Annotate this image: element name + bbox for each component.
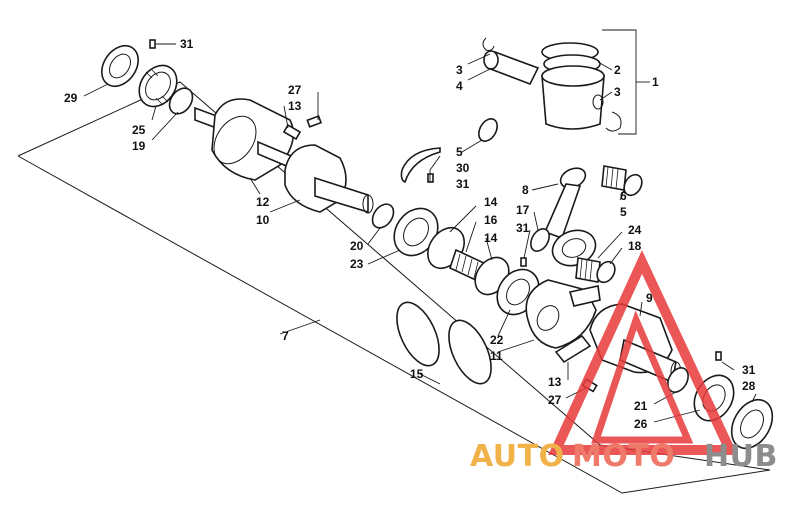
crank-half-10 [284, 144, 374, 214]
crank-half-11 [525, 279, 601, 349]
snap-ring-15b [448, 319, 492, 385]
watermark-text: AUTO MOTO HUB [470, 439, 778, 474]
watermark-auto: AUTO [470, 439, 565, 474]
label-5a: 5 [456, 145, 463, 159]
snap-ring-15a [396, 301, 440, 367]
watermark-hub: HUB [704, 439, 778, 474]
key-13b [554, 334, 592, 364]
circlip-3a [482, 37, 495, 51]
label-7: 7 [282, 329, 289, 343]
label-8: 8 [522, 183, 529, 197]
snap-ring-30 [400, 147, 441, 184]
label-29: 29 [64, 91, 78, 105]
washer-5b [623, 173, 643, 197]
key-13 [282, 123, 302, 141]
label-11: 11 [490, 349, 503, 363]
label-13b: 13 [548, 375, 562, 389]
ring-19 [168, 87, 194, 115]
label-5b: 5 [620, 205, 627, 219]
label-14b: 14 [484, 231, 498, 245]
piston-pin-4 [483, 50, 540, 86]
label-3a: 3 [456, 63, 463, 77]
label-6: 6 [620, 189, 627, 203]
crank-half-12 [194, 98, 297, 181]
label-31d: 31 [742, 363, 756, 377]
label-26: 26 [634, 417, 648, 431]
circlip-3b [605, 111, 622, 132]
label-21: 21 [634, 399, 648, 413]
label-31b: 31 [456, 177, 470, 191]
label-14a: 14 [484, 195, 498, 209]
label-31c: 31 [516, 221, 530, 235]
label-30: 30 [456, 161, 470, 175]
watermark-logo [548, 250, 738, 455]
pin-31b [427, 173, 434, 183]
label-17: 17 [516, 203, 530, 217]
label-9: 9 [646, 291, 653, 305]
pin-31d [715, 351, 722, 361]
pin-31a [149, 39, 156, 49]
label-27b: 27 [548, 393, 562, 407]
label-18: 18 [628, 239, 642, 253]
part-labels: 31 29 25 19 27 13 12 10 3 4 2 3 1 5 30 3… [64, 37, 756, 431]
washer-20 [371, 203, 395, 229]
label-12: 12 [256, 195, 270, 209]
label-22: 22 [490, 333, 504, 347]
label-10: 10 [256, 213, 270, 227]
watermark-moto: MOTO [572, 439, 675, 474]
label-13a: 13 [288, 99, 302, 113]
label-20: 20 [350, 239, 364, 253]
ring-5a [478, 118, 498, 142]
label-1: 1 [652, 75, 659, 89]
label-15: 15 [410, 367, 424, 381]
label-16: 16 [484, 213, 498, 227]
bracket-1 [602, 29, 637, 135]
washer-17 [530, 228, 550, 252]
label-28: 28 [742, 379, 756, 393]
label-25: 25 [132, 123, 146, 137]
bearing-24 [575, 257, 601, 283]
pin-31c [520, 257, 527, 267]
label-2: 2 [614, 63, 621, 77]
needle-bearing-6 [601, 165, 627, 191]
label-19: 19 [132, 139, 146, 153]
label-4: 4 [456, 79, 463, 93]
label-24: 24 [628, 223, 642, 237]
label-23: 23 [350, 257, 364, 271]
label-31a: 31 [180, 37, 194, 51]
seal-29 [101, 44, 139, 88]
label-27a: 27 [288, 83, 302, 97]
connecting-rod-8 [543, 167, 597, 267]
screw-27 [306, 115, 323, 128]
label-3b: 3 [614, 85, 621, 99]
seal-28 [730, 398, 774, 450]
washer-21 [667, 367, 689, 393]
piston [541, 65, 605, 130]
